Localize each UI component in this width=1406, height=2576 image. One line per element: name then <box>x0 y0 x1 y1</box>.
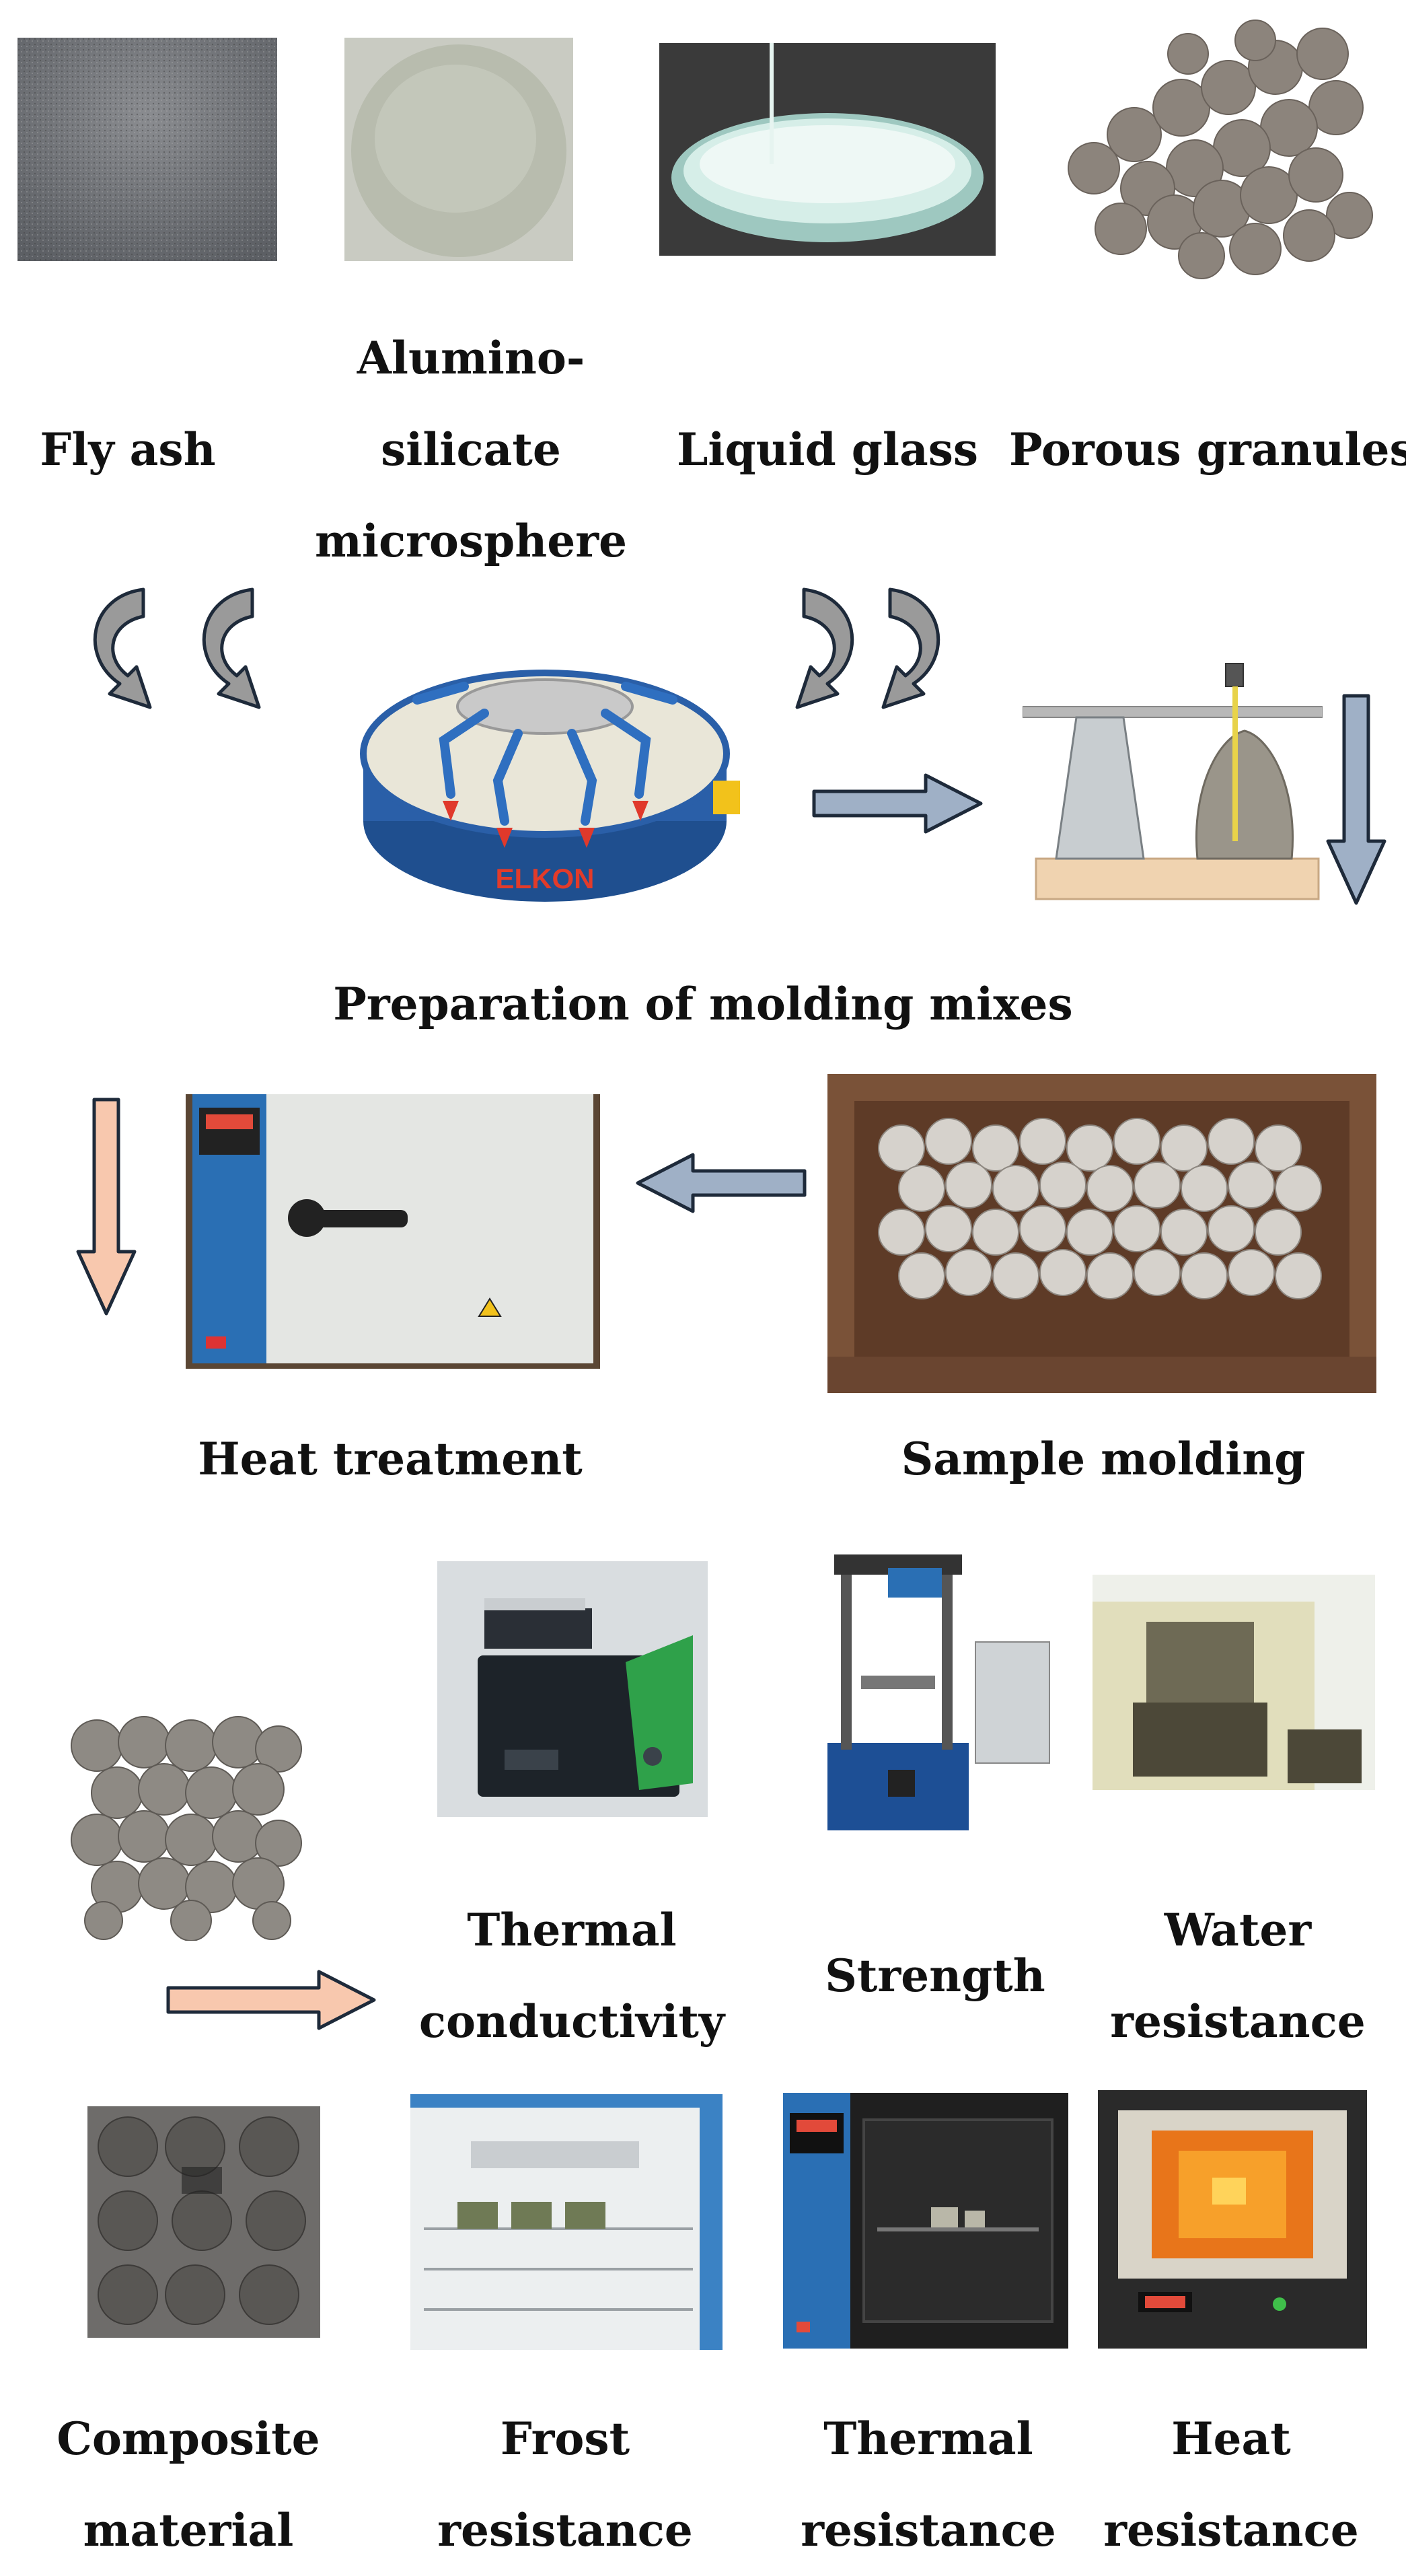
liquid-glass-label: Liquid glass <box>676 423 979 476</box>
thermal-resistance-label-line1: Thermal <box>823 2412 1033 2465</box>
molding-box-photo <box>827 1074 1376 1393</box>
thermal-resistance-label-line2: resistance <box>801 2504 1056 2556</box>
thermal-resistance-oven-photo <box>783 2093 1068 2349</box>
drying-oven-photo <box>186 1094 600 1369</box>
aluminosilicate-label-line2: silicate <box>381 423 561 476</box>
strength-label: Strength <box>825 1949 1045 2002</box>
thermal-conductivity-meter-photo <box>437 1561 708 1817</box>
heat-resistance-furnace-photo <box>1098 2090 1367 2349</box>
frost-resistance-label-line1: Frost <box>500 2412 630 2465</box>
curved-arrow-left-2-icon <box>202 587 261 709</box>
arrow-down-peach-icon <box>76 1098 137 1316</box>
heat-resistance-label-line2: resistance <box>1103 2504 1359 2556</box>
composite-material-label-line1: Composite <box>57 2412 320 2465</box>
curved-arrow-right-2-icon <box>881 587 940 709</box>
aluminosilicate-label-line3: microsphere <box>315 515 627 567</box>
curved-arrow-right-1-icon <box>795 587 854 709</box>
fly-ash-photo <box>17 38 277 261</box>
slump-test-photo <box>1023 637 1323 906</box>
water-resistance-photo <box>1093 1575 1375 1790</box>
liquid-glass-photo <box>659 43 996 256</box>
composite-granules-photo <box>63 1712 307 1941</box>
aluminosilicate-label-line1: Alumino- <box>357 332 585 384</box>
arrow-right-peach-icon <box>166 1970 376 2030</box>
sample-molding-label: Sample molding <box>901 1433 1306 1485</box>
water-resistance-label-line1: Water <box>1164 1904 1312 1956</box>
frost-chamber-photo <box>410 2094 723 2350</box>
thermal-conductivity-label-line1: Thermal <box>467 1904 677 1956</box>
mixer-photo: ELKON <box>350 606 740 929</box>
heat-treatment-label: Heat treatment <box>198 1433 583 1485</box>
strength-press-photo <box>814 1541 1056 1840</box>
porous-granules-photo <box>1053 13 1374 281</box>
microsphere-photo <box>344 38 573 261</box>
thermal-conductivity-label-line2: conductivity <box>418 1995 725 2048</box>
frost-resistance-label-line2: resistance <box>437 2504 693 2556</box>
mixer-brand-text: ELKON <box>496 863 595 894</box>
fly-ash-label: Fly ash <box>40 423 216 476</box>
preparation-label: Preparation of molding mixes <box>333 978 1073 1030</box>
water-resistance-label-line2: resistance <box>1110 1995 1366 2048</box>
composite-material-photo <box>81 2100 327 2345</box>
arrow-right-blue-1-icon <box>812 773 983 834</box>
porous-granules-label: Porous granules <box>1009 423 1406 476</box>
arrow-left-blue-icon <box>636 1153 807 1213</box>
composite-material-label-line2: material <box>83 2504 294 2556</box>
curved-arrow-left-1-icon <box>93 587 152 709</box>
arrow-down-blue-icon <box>1326 694 1386 905</box>
heat-resistance-label-line1: Heat <box>1171 2412 1291 2465</box>
